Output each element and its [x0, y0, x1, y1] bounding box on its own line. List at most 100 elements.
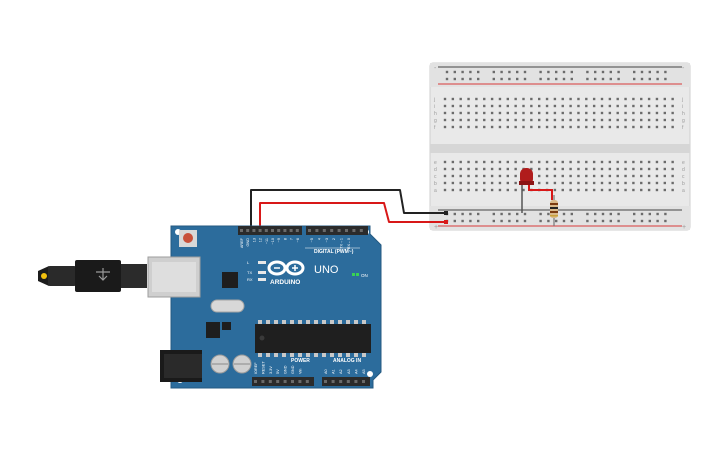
rail-hole[interactable]	[516, 219, 519, 223]
breadboard-hole[interactable]	[647, 111, 651, 115]
breadboard-hole[interactable]	[592, 104, 596, 108]
breadboard-hole[interactable]	[655, 118, 659, 122]
breadboard-hole[interactable]	[585, 118, 588, 122]
breadboard-hole[interactable]	[671, 97, 674, 101]
breadboard-hole[interactable]	[640, 104, 643, 108]
breadboard-hole[interactable]	[608, 160, 612, 164]
breadboard-hole[interactable]	[545, 160, 549, 164]
breadboard-hole[interactable]	[608, 167, 612, 171]
breadboard-hole[interactable]	[553, 174, 557, 178]
rail-hole[interactable]	[469, 219, 472, 223]
breadboard-hole[interactable]	[553, 125, 557, 129]
breadboard-hole[interactable]	[530, 118, 533, 122]
rail-hole[interactable]	[477, 212, 480, 216]
breadboard-hole[interactable]	[467, 125, 470, 129]
breadboard-hole[interactable]	[671, 181, 674, 185]
header-hole[interactable]	[322, 229, 326, 232]
breadboard-hole[interactable]	[514, 188, 517, 192]
breadboard-hole[interactable]	[475, 181, 478, 185]
rail-hole[interactable]	[539, 219, 542, 223]
breadboard-hole[interactable]	[498, 188, 502, 192]
header-hole[interactable]	[283, 380, 287, 383]
breadboard-hole[interactable]	[467, 104, 470, 108]
breadboard-hole[interactable]	[663, 181, 666, 185]
breadboard-hole[interactable]	[577, 160, 580, 164]
rail-hole[interactable]	[609, 70, 612, 74]
header-hole[interactable]	[330, 229, 334, 232]
rail-hole[interactable]	[523, 77, 527, 81]
rail-hole[interactable]	[656, 219, 659, 223]
breadboard-hole[interactable]	[632, 125, 635, 129]
breadboard-hole[interactable]	[475, 174, 478, 178]
breadboard-hole[interactable]	[577, 188, 580, 192]
led[interactable]	[519, 168, 553, 213]
breadboard-hole[interactable]	[569, 181, 572, 185]
breadboard-hole[interactable]	[530, 97, 533, 101]
header-hole[interactable]	[254, 380, 257, 383]
breadboard-hole[interactable]	[506, 160, 509, 164]
breadboard-hole[interactable]	[592, 97, 596, 101]
breadboard-hole[interactable]	[577, 97, 580, 101]
rail-hole[interactable]	[500, 219, 503, 223]
breadboard-hole[interactable]	[498, 160, 502, 164]
breadboard-hole[interactable]	[671, 160, 674, 164]
header-hole[interactable]	[362, 380, 365, 383]
breadboard-hole[interactable]	[459, 167, 462, 171]
breadboard-hole[interactable]	[608, 188, 612, 192]
rail-hole[interactable]	[633, 219, 636, 223]
breadboard-hole[interactable]	[585, 111, 588, 115]
breadboard-hole[interactable]	[483, 118, 486, 122]
breadboard-hole[interactable]	[451, 97, 455, 101]
breadboard-hole[interactable]	[530, 111, 533, 115]
breadboard-hole[interactable]	[561, 188, 564, 192]
breadboard-hole[interactable]	[624, 181, 627, 185]
usb-cable[interactable]	[38, 260, 147, 292]
rail-hole[interactable]	[586, 219, 589, 223]
breadboard-hole[interactable]	[506, 111, 509, 115]
rail-hole[interactable]	[445, 70, 449, 74]
breadboard-hole[interactable]	[459, 118, 462, 122]
breadboard-hole[interactable]	[514, 97, 517, 101]
breadboard-hole[interactable]	[561, 104, 564, 108]
breadboard-hole[interactable]	[451, 188, 455, 192]
rail-hole[interactable]	[570, 70, 573, 74]
breadboard-hole[interactable]	[443, 181, 447, 185]
breadboard-hole[interactable]	[475, 97, 478, 101]
header-hole[interactable]	[331, 380, 335, 383]
breadboard-hole[interactable]	[490, 174, 494, 178]
breadboard-hole[interactable]	[498, 104, 502, 108]
breadboard-hole[interactable]	[600, 111, 604, 115]
digital-header-left[interactable]	[238, 226, 302, 235]
breadboard-hole[interactable]	[545, 104, 549, 108]
breadboard-hole[interactable]	[553, 167, 557, 171]
breadboard-hole[interactable]	[451, 167, 455, 171]
breadboard-hole[interactable]	[616, 104, 619, 108]
led-anode-wire[interactable]	[528, 185, 553, 200]
breadboard-hole[interactable]	[632, 167, 635, 171]
rail-hole[interactable]	[617, 77, 620, 81]
rail-hole[interactable]	[516, 212, 519, 216]
breadboard-hole[interactable]	[592, 118, 596, 122]
breadboard-hole[interactable]	[577, 167, 580, 171]
breadboard-hole[interactable]	[553, 118, 557, 122]
breadboard-hole[interactable]	[600, 181, 604, 185]
rail-hole[interactable]	[469, 77, 472, 81]
rail-hole[interactable]	[477, 77, 480, 81]
breadboard-hole[interactable]	[663, 97, 666, 101]
breadboard-hole[interactable]	[561, 160, 564, 164]
breadboard-hole[interactable]	[498, 125, 502, 129]
breadboard-hole[interactable]	[443, 188, 447, 192]
breadboard-hole[interactable]	[514, 104, 517, 108]
header-hole[interactable]	[291, 380, 294, 383]
breadboard-hole[interactable]	[530, 125, 533, 129]
header-hole[interactable]	[277, 229, 281, 232]
breadboard-hole[interactable]	[475, 188, 478, 192]
rail-hole[interactable]	[586, 212, 589, 216]
rail-hole[interactable]	[461, 70, 464, 74]
breadboard-hole[interactable]	[663, 118, 666, 122]
rail-hole[interactable]	[461, 77, 464, 81]
breadboard-hole[interactable]	[640, 174, 643, 178]
rail-hole[interactable]	[477, 70, 480, 74]
header-hole[interactable]	[258, 229, 262, 232]
